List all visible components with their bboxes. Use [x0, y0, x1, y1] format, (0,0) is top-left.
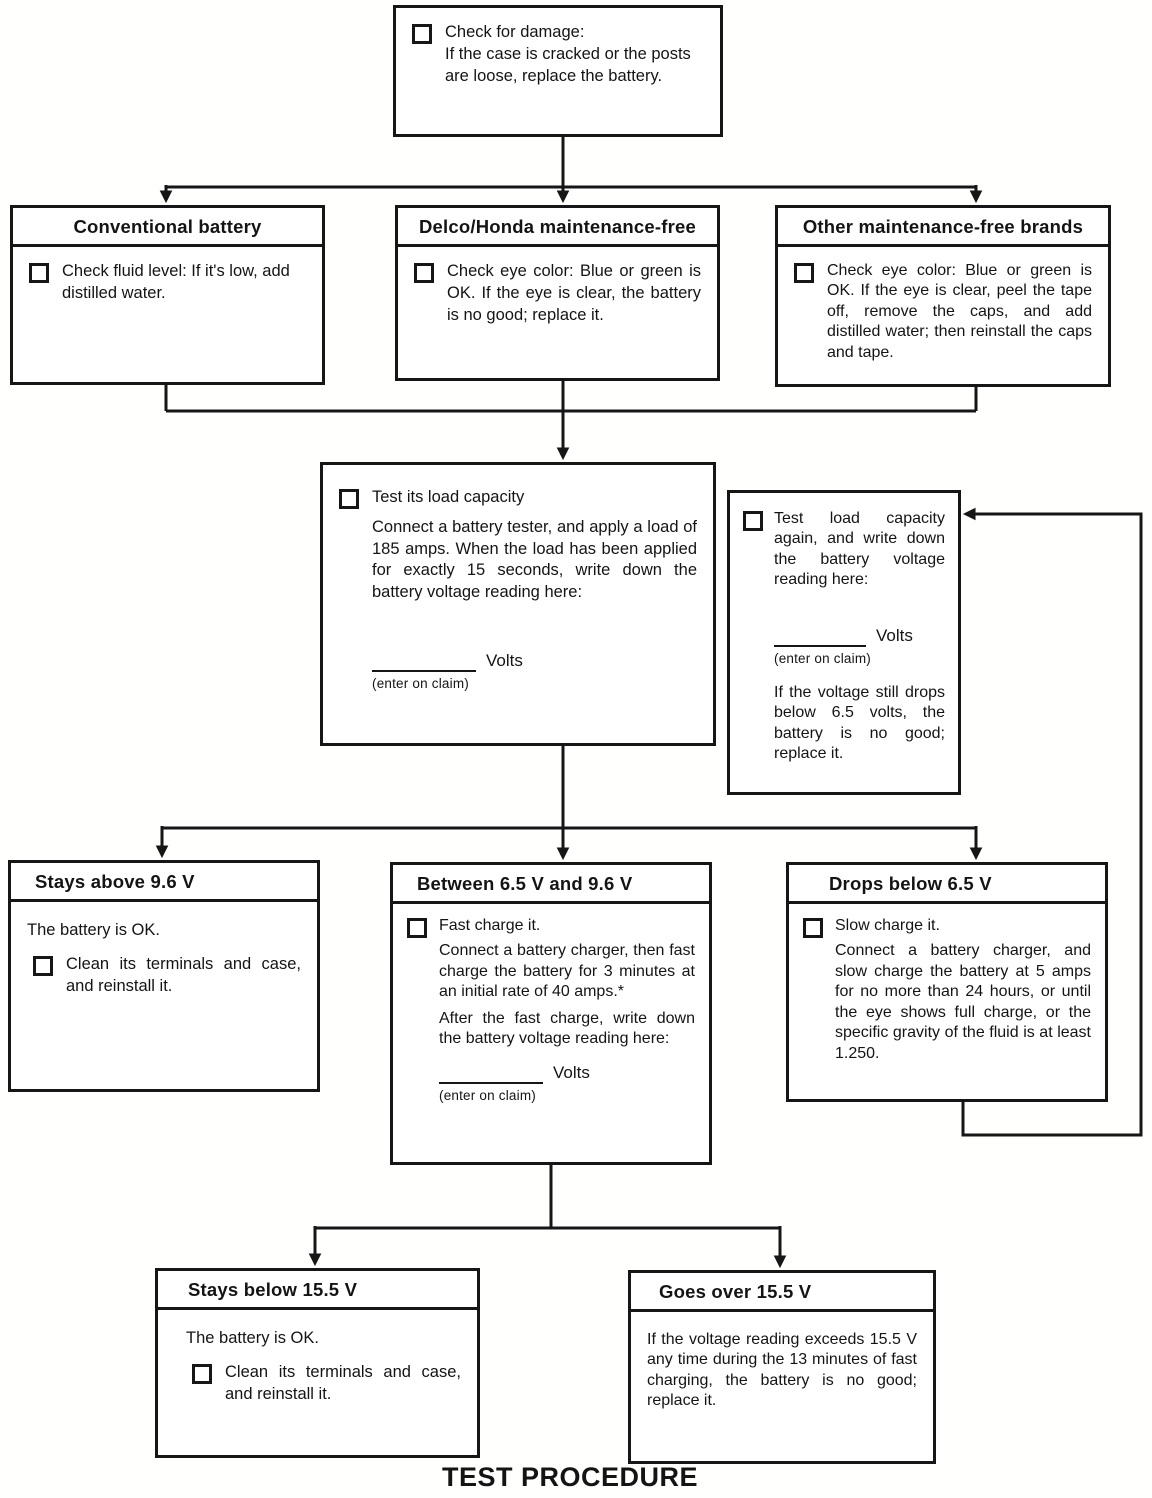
- checkbox-icon: [407, 918, 427, 938]
- test-load-title: Test its load capacity: [372, 488, 525, 506]
- volts-label: Volts: [553, 1062, 590, 1082]
- between-voltage-header: Between 6.5 V and 9.6 V: [393, 865, 709, 904]
- checkbox-icon: [412, 24, 432, 44]
- voltage-blank-line: [372, 656, 476, 673]
- claim-note: (enter on claim): [774, 650, 871, 666]
- fast-charge-title: Fast charge it.: [439, 917, 541, 934]
- conventional-battery-box: Conventional battery Check fluid level: …: [10, 205, 325, 385]
- volts-label: Volts: [876, 625, 913, 645]
- fast-charge-text-2: After the fast charge, write down the ba…: [439, 1009, 695, 1048]
- drops-below-header: Drops below 6.5 V: [789, 865, 1105, 904]
- stays-above-item-text: Clean its terminals and case, and reinst…: [66, 954, 301, 995]
- test-again-text: Test load capacity again, and write down…: [774, 510, 945, 589]
- other-brands-text: Check eye color: Blue or green is OK. If…: [827, 262, 1092, 361]
- check-damage-title: Check for damage:: [445, 23, 585, 41]
- stays-above-box: Stays above 9.6 V The battery is OK. Cle…: [8, 860, 320, 1092]
- slow-charge-title: Slow charge it.: [835, 917, 940, 934]
- checkbox-icon: [192, 1363, 212, 1384]
- test-load-box: Test its load capacity Connect a battery…: [320, 462, 716, 746]
- volts-label: Volts: [486, 650, 523, 670]
- checkbox-icon: [743, 511, 763, 531]
- voltage-entry: Volts: [774, 625, 945, 647]
- test-again-box: Test load capacity again, and write down…: [727, 490, 961, 795]
- goes-over-header: Goes over 15.5 V: [631, 1273, 933, 1312]
- check-damage-text: If the case is cracked or the posts are …: [445, 44, 691, 85]
- stays-below-box: Stays below 15.5 V The battery is OK. Cl…: [155, 1268, 480, 1458]
- checkbox-icon: [33, 955, 53, 976]
- test-again-note: If the voltage still drops below 6.5 vol…: [774, 683, 945, 763]
- page-title: TEST PROCEDURE: [441, 1462, 699, 1492]
- drops-below-box: Drops below 6.5 V Slow charge it. Connec…: [786, 862, 1108, 1102]
- stays-above-header: Stays above 9.6 V: [11, 863, 317, 902]
- goes-over-text: If the voltage reading exceeds 15.5 V an…: [647, 1331, 917, 1410]
- between-voltage-box: Between 6.5 V and 9.6 V Fast charge it. …: [390, 862, 712, 1165]
- checkbox-icon: [414, 263, 434, 283]
- flow-loop-arrow: [961, 507, 1143, 1137]
- goes-over-box: Goes over 15.5 V If the voltage reading …: [628, 1270, 936, 1464]
- delco-honda-header: Delco/Honda maintenance-free: [398, 208, 717, 247]
- checkbox-icon: [29, 263, 49, 283]
- checkbox-icon: [794, 263, 814, 283]
- conventional-battery-header: Conventional battery: [13, 208, 322, 247]
- test-load-text: Connect a battery tester, and apply a lo…: [372, 517, 697, 602]
- delco-honda-text: Check eye color: Blue or green is OK. If…: [447, 262, 701, 324]
- other-brands-box: Other maintenance-free brands Check eye …: [775, 205, 1111, 387]
- stays-below-header: Stays below 15.5 V: [158, 1271, 477, 1310]
- voltage-entry: Volts: [439, 1062, 695, 1084]
- stays-below-item-text: Clean its terminals and case, and reinst…: [225, 1362, 461, 1403]
- fast-charge-text-1: Connect a battery charger, then fast cha…: [439, 942, 695, 1001]
- battery-ok-text: The battery is OK.: [27, 921, 160, 939]
- voltage-blank-line: [439, 1068, 543, 1084]
- other-brands-header: Other maintenance-free brands: [778, 208, 1108, 247]
- delco-honda-box: Delco/Honda maintenance-free Check eye c…: [395, 205, 720, 381]
- checkbox-icon: [803, 918, 823, 938]
- conventional-battery-text: Check fluid level: If it's low, add dist…: [62, 262, 290, 302]
- claim-note: (enter on claim): [439, 1087, 536, 1103]
- battery-ok-text: The battery is OK.: [186, 1329, 319, 1347]
- claim-note: (enter on claim): [372, 676, 469, 692]
- checkbox-icon: [339, 489, 359, 509]
- check-damage-box: Check for damage: If the case is cracked…: [393, 5, 723, 137]
- slow-charge-text: Connect a battery charger, and slow char…: [835, 942, 1091, 1062]
- voltage-blank-line: [774, 631, 866, 647]
- voltage-entry: Volts: [372, 650, 697, 673]
